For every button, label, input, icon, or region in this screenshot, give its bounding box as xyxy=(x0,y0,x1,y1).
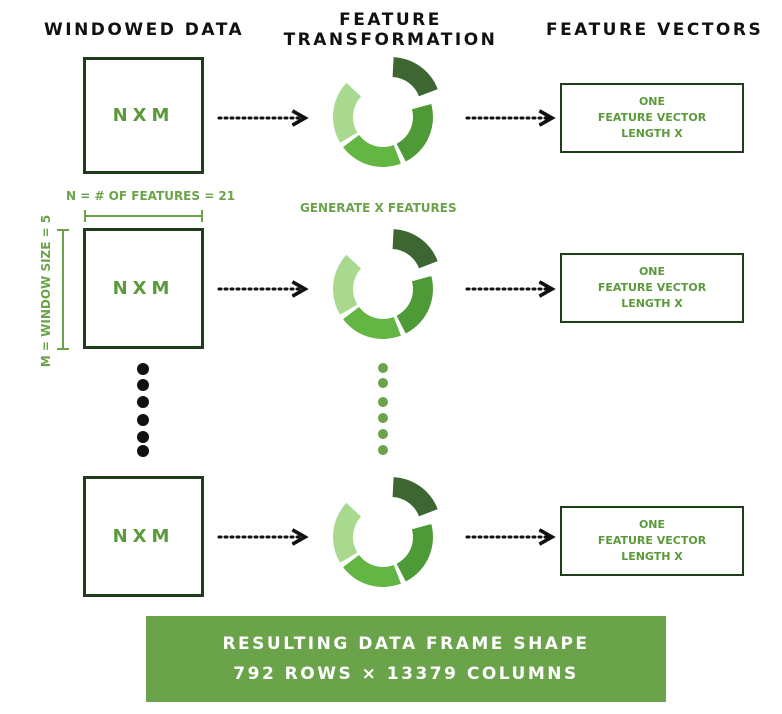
matrix-box-3: NXM xyxy=(83,476,204,597)
output-line2: FEATURE VECTOR xyxy=(597,281,707,294)
donut-ring-icon xyxy=(333,57,438,167)
result-title: RESULTING DATA FRAME SHAPE xyxy=(222,634,590,654)
matrix-label: NXM xyxy=(112,105,175,126)
donut-segment xyxy=(333,502,362,563)
donut-segment xyxy=(396,104,433,162)
donut-segment xyxy=(333,254,362,315)
ellipsis-dots-icon xyxy=(378,363,388,455)
donut-segment xyxy=(333,82,362,143)
matrix-box-2: NXM xyxy=(83,228,204,349)
n-bracket-icon xyxy=(84,210,203,222)
m-bracket-icon xyxy=(57,229,69,350)
donut-segment xyxy=(343,555,401,587)
matrix-label: NXM xyxy=(112,526,175,547)
donut-ring-icon xyxy=(333,477,438,587)
output-line2: FEATURE VECTOR xyxy=(597,111,707,124)
donut-segment xyxy=(392,57,438,97)
matrix-label: NXM xyxy=(112,278,175,299)
output-line3: LENGTH X xyxy=(621,297,683,310)
donut-segment xyxy=(343,307,401,339)
donut-segment xyxy=(343,135,401,167)
header-windowed-data: WINDOWED DATA xyxy=(44,20,245,40)
output-vector-box-2: ONE FEATURE VECTOR LENGTH X xyxy=(560,253,744,323)
donut-segment xyxy=(392,229,438,269)
header-feature-line2: TRANSFORMATION xyxy=(283,30,498,50)
output-line2: FEATURE VECTOR xyxy=(597,534,707,547)
header-feature-line1: FEATURE xyxy=(339,10,442,30)
output-line1: ONE xyxy=(638,95,666,108)
output-line3: LENGTH X xyxy=(621,127,683,140)
ellipsis-dots-icon xyxy=(137,363,149,457)
header-feature-transformation: FEATURE TRANSFORMATION xyxy=(283,10,498,50)
donut-ring-icon xyxy=(333,229,438,339)
n-features-label: N = # OF FEATURES = 21 xyxy=(66,189,236,203)
output-line3: LENGTH X xyxy=(621,550,683,563)
output-vector-box-3: ONE FEATURE VECTOR LENGTH X xyxy=(560,506,744,576)
donut-segment xyxy=(396,524,433,582)
donut-segment xyxy=(392,477,438,517)
output-line1: ONE xyxy=(638,518,666,531)
output-vector-box-1: ONE FEATURE VECTOR LENGTH X xyxy=(560,83,744,153)
donut-segment xyxy=(396,276,433,334)
output-line1: ONE xyxy=(638,265,666,278)
result-banner: RESULTING DATA FRAME SHAPE 792 ROWS × 13… xyxy=(146,616,666,702)
result-shape: 792 ROWS × 13379 COLUMNS xyxy=(233,664,579,684)
matrix-box-1: NXM xyxy=(83,57,204,174)
header-feature-vectors: FEATURE VECTORS xyxy=(546,20,764,40)
generate-features-label: GENERATE X FEATURES xyxy=(300,201,457,215)
